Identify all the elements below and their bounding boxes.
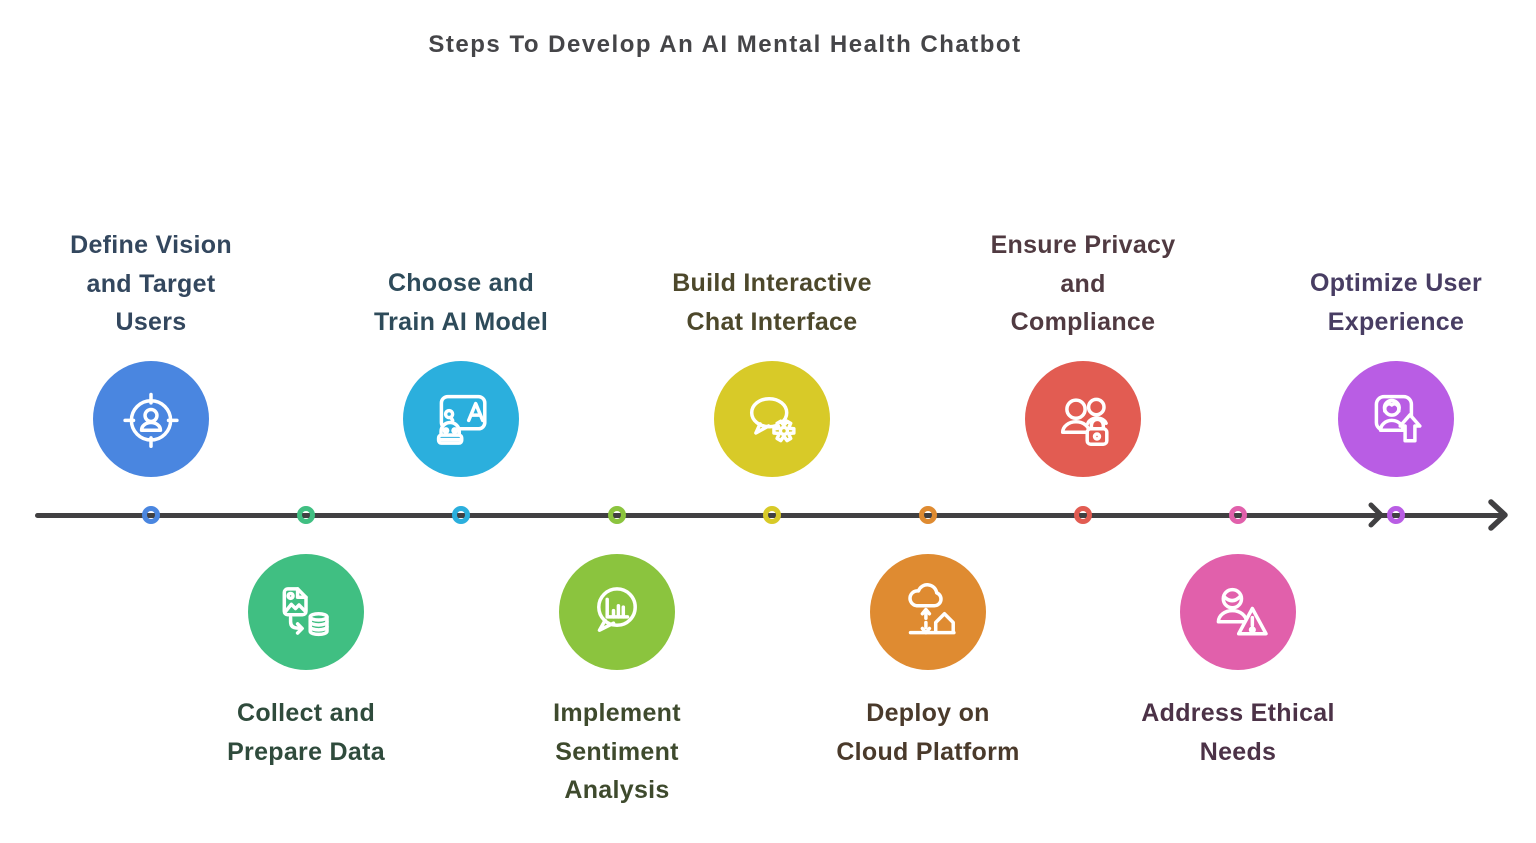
step-circle (1338, 361, 1454, 477)
timeline-marker (1387, 506, 1405, 524)
photo-database-icon (282, 587, 329, 637)
timeline-marker (297, 506, 315, 524)
step-circle (714, 361, 830, 477)
person-warning-icon (1216, 587, 1268, 636)
step-circle (559, 554, 675, 670)
step-circle (248, 554, 364, 670)
step-label: Deploy on Cloud Platform (836, 699, 1020, 766)
step-circle (1025, 361, 1141, 477)
timeline-marker (452, 506, 470, 524)
step-circle (93, 361, 209, 477)
step-label: Optimize User Experience (1309, 269, 1482, 336)
step-label: Choose and Train AI Model (373, 269, 549, 336)
cloud-deploy-icon (908, 583, 956, 635)
user-frame-arrow-icon (1374, 394, 1422, 443)
step-label: Define Vision and Target Users (70, 231, 232, 336)
step-label: Implement Sentiment Analysis (553, 699, 681, 804)
timeline-chevron-icon (1368, 502, 1384, 528)
step-circle (870, 554, 986, 670)
people-lock-icon (1060, 397, 1109, 446)
step-label: Ensure Privacy and Compliance (990, 231, 1176, 336)
step-label: Address Ethical Needs (1141, 699, 1335, 766)
chat-gear-icon (749, 396, 796, 443)
timeline-marker (608, 506, 626, 524)
timeline-marker (919, 506, 937, 524)
timeline-arrowhead-icon (1488, 499, 1508, 531)
timeline-marker (763, 506, 781, 524)
step-circle (403, 361, 519, 477)
page-title: Steps To Develop An AI Mental Health Cha… (428, 31, 1022, 58)
timeline-marker (142, 506, 160, 524)
sentiment-chart-bubble-icon (597, 587, 637, 632)
timeline-marker (1229, 506, 1247, 524)
step-circle (1180, 554, 1296, 670)
target-user-icon (123, 392, 179, 449)
step-label: Build Interactive Chat Interface (672, 269, 872, 336)
ai-training-board-icon (436, 394, 487, 445)
step-label: Collect and Prepare Data (227, 699, 385, 766)
timeline-marker (1074, 506, 1092, 524)
